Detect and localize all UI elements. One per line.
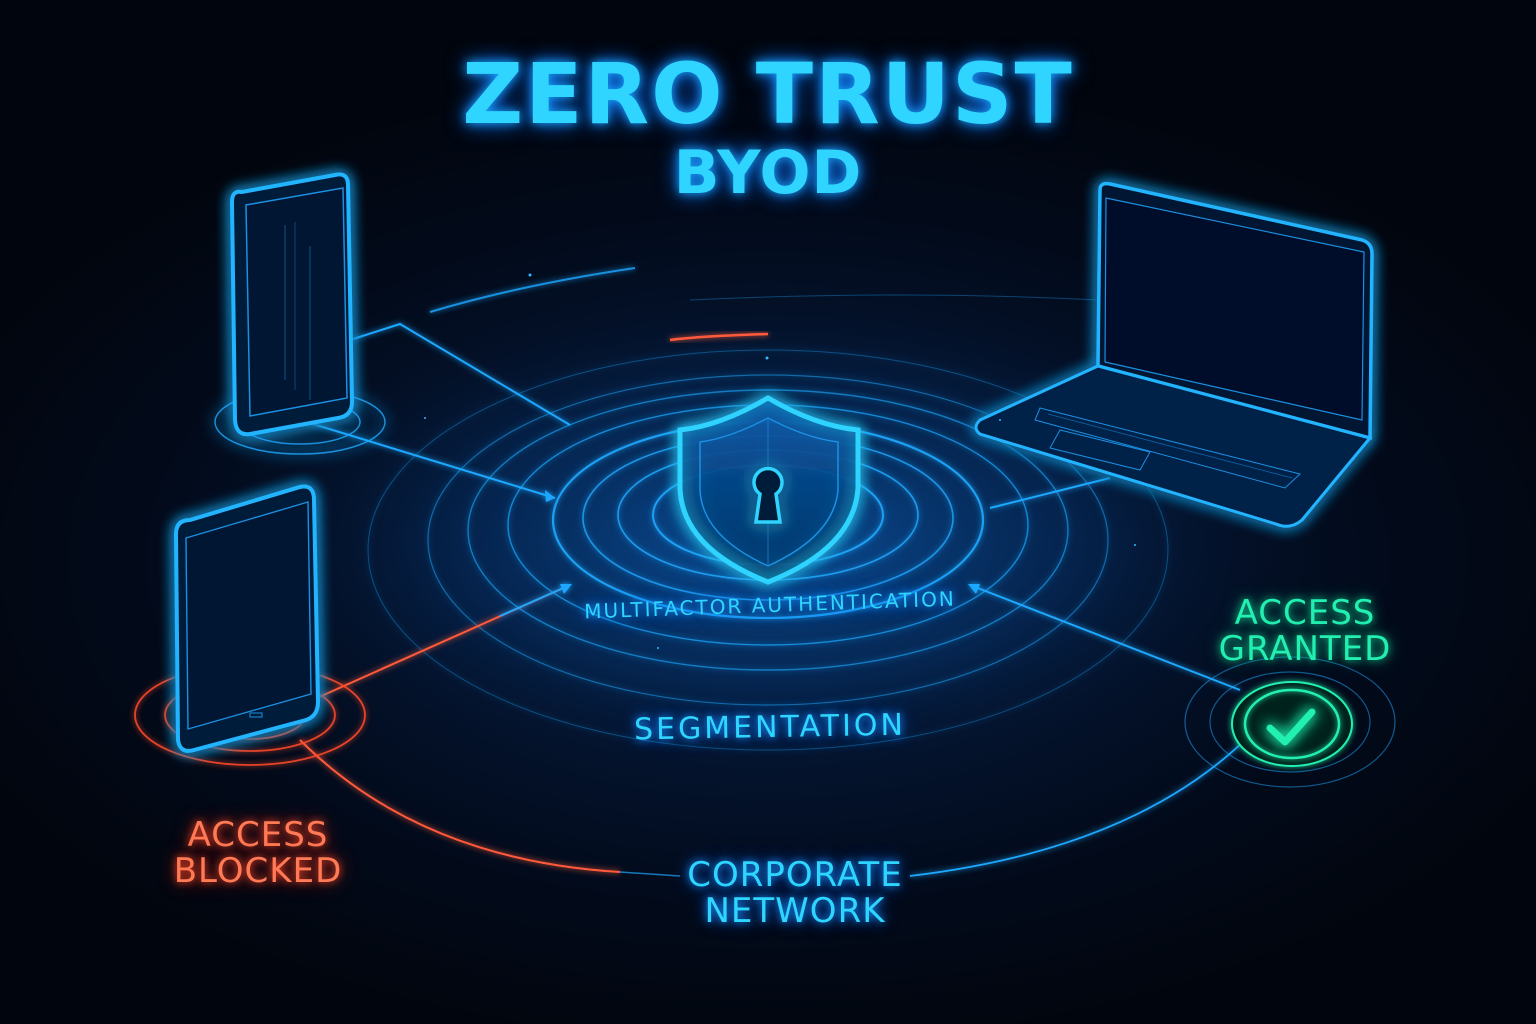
access-granted-line1: ACCESS xyxy=(1234,593,1376,633)
access-blocked-line2: BLOCKED xyxy=(173,850,343,891)
network-arc-right xyxy=(909,739,1246,877)
top-arc xyxy=(429,267,636,313)
page-title: ZERO TRUST xyxy=(462,45,1074,143)
access-granted-label: ACCESS GRANTED xyxy=(1205,593,1405,669)
sparkle-dots xyxy=(424,273,1136,649)
laptop-icon[interactable] xyxy=(974,181,1374,528)
corporate-network-label: CORPORATE NETWORK xyxy=(665,855,925,931)
faint-arc xyxy=(689,294,1101,301)
blocked-network-arc xyxy=(299,739,621,873)
shield-keyhole-icon xyxy=(677,395,861,585)
page-subtitle: BYOD xyxy=(673,138,863,208)
access-granted-line2: GRANTED xyxy=(1218,628,1392,669)
corporate-network-line1: CORPORATE xyxy=(687,855,903,895)
segmentation-ring-label: SEGMENTATION xyxy=(633,707,907,748)
smartphone-icon[interactable] xyxy=(214,172,386,455)
access-blocked-label: ACCESS BLOCKED xyxy=(160,815,356,891)
access-blocked-line1: ACCESS xyxy=(187,815,329,855)
checkmark-icon xyxy=(1184,656,1396,788)
corporate-network-line2: NETWORK xyxy=(704,890,886,931)
red-streak xyxy=(669,332,769,342)
network-arc-left xyxy=(619,871,681,877)
tablet-icon[interactable] xyxy=(134,484,366,766)
connectors xyxy=(289,322,1241,711)
